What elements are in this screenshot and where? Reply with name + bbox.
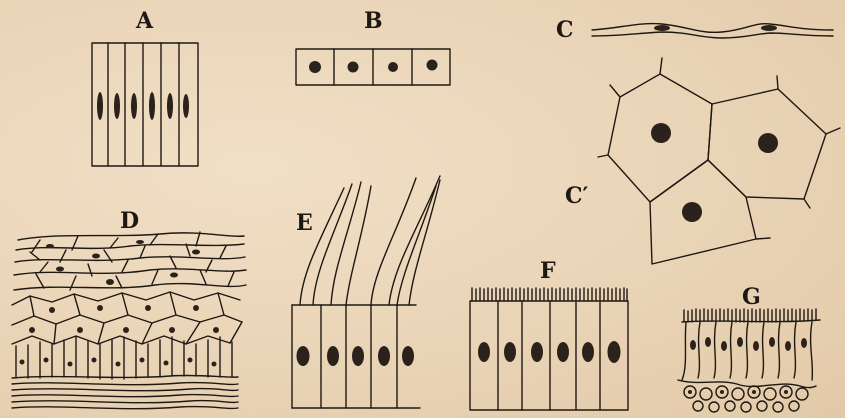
figure-e-columnar-with-processes — [292, 176, 440, 408]
label-d: D — [120, 210, 139, 232]
figure-d-stratified-epithelium — [12, 232, 246, 409]
label-c-prime: C′ — [565, 185, 588, 207]
figure-b-cubical-cells — [296, 49, 450, 85]
figure-a-columnar-cells — [92, 43, 198, 166]
label-c: C — [556, 19, 574, 41]
figure-c-squamous-edge — [592, 24, 833, 38]
figure-f-ciliated-columnar — [470, 288, 628, 410]
label-b: B — [364, 10, 383, 32]
label-e: E — [296, 212, 313, 234]
label-a: A — [136, 10, 153, 32]
figure-c-prime-squamous-surface — [598, 58, 840, 264]
figure-g-stratified-ciliated — [678, 309, 820, 412]
label-f: F — [540, 260, 556, 282]
label-g: G — [742, 286, 761, 308]
